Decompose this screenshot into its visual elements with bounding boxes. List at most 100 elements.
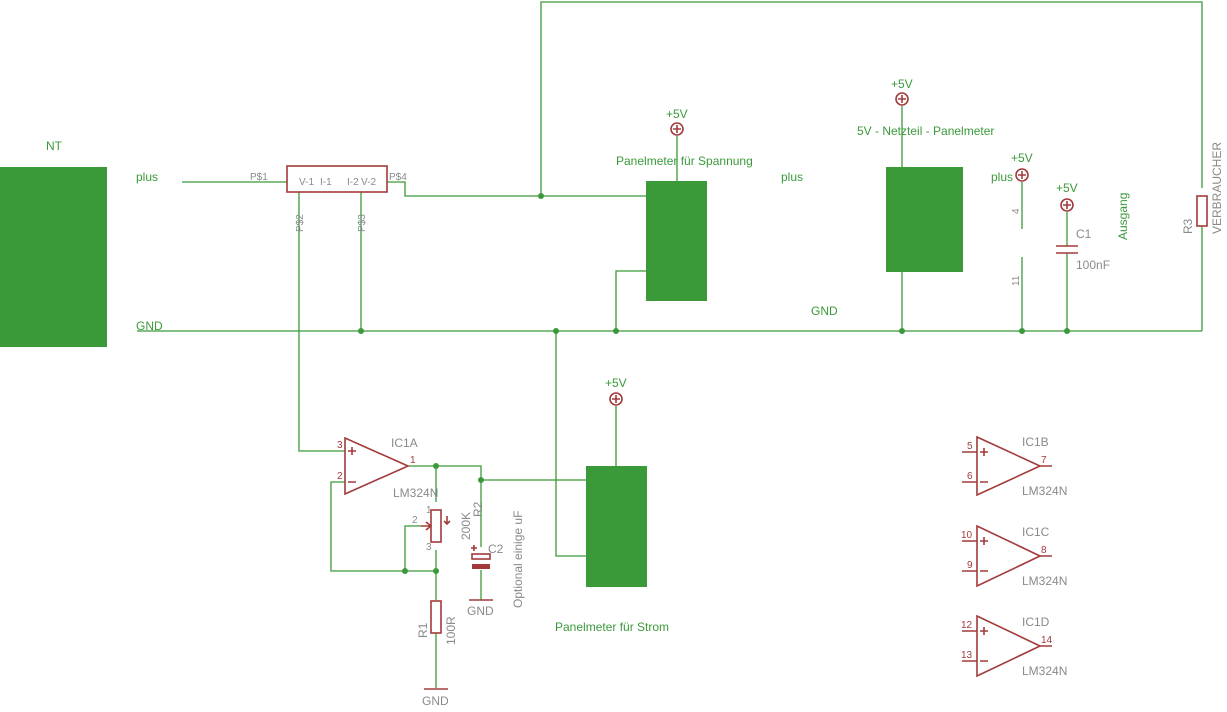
opamp-pin-number: 3 [337, 440, 343, 451]
panel-voltage-label: Panelmeter für Spannung [616, 154, 753, 168]
adjust-arrow-icon [443, 516, 451, 526]
opamp-pin-number: 9 [967, 560, 973, 571]
r2-name: R2 [471, 501, 485, 517]
potentiometer-r2: 1 2 3 200K R2 [412, 501, 485, 553]
ausgang-label: Ausgang [1116, 193, 1130, 240]
opamp-pin-number: 8 [1041, 545, 1047, 556]
junction-dot [1019, 328, 1025, 334]
opamp-triangle-icon [344, 436, 410, 496]
resistor-icon [430, 509, 442, 543]
wiper-arrow-icon [421, 521, 433, 531]
opamp-triangle-icon [976, 524, 1042, 588]
r2-value: 200K [459, 512, 473, 540]
junction-dot [433, 568, 439, 574]
opamp-value: LM324N [1022, 484, 1067, 498]
supply-label: +5V [605, 376, 627, 390]
opamp-pins [962, 540, 1052, 572]
plus-icon [612, 395, 620, 403]
gnd-net-label: GND [811, 304, 838, 318]
opamp-pin-number: 10 [961, 530, 973, 541]
opamp-input-signs [980, 627, 988, 662]
opamp-pin-number: 14 [1041, 635, 1053, 646]
opamp-output-wire [408, 465, 586, 481]
gnd-label: GND [422, 694, 449, 708]
opamp-value: LM324N [393, 486, 438, 500]
junction-dot [478, 477, 484, 483]
shunt-pin-label: I-1 [320, 177, 332, 188]
psu-label: 5V - Netzteil - Panelmeter [857, 124, 994, 138]
opamp-name: IC1B [1022, 435, 1049, 449]
supply-circle-icon [1060, 198, 1074, 212]
supply-5v-psu: +5V [891, 77, 913, 106]
r2-wiper-wire [404, 525, 421, 571]
plus-icon [1063, 201, 1071, 209]
r1-value: 100R [444, 616, 458, 645]
junction-dot [402, 568, 408, 574]
shunt-pin-label: V-2 [361, 177, 376, 188]
supply-label: +5V [1011, 151, 1033, 165]
capacitor-plate-icon [472, 564, 490, 569]
junction-dot [1064, 328, 1070, 334]
supply-5v-panel-voltage: +5V [666, 107, 688, 136]
supply-circle-icon [670, 122, 684, 136]
panel-voltage-gnd-wire [615, 270, 646, 331]
plus-net-label: plus [136, 170, 158, 184]
pot-pin-number: 2 [412, 515, 418, 526]
gnd-net-label: GND [136, 319, 163, 333]
opamp-name: IC1D [1022, 615, 1050, 629]
resistor-r3: R3 VERBRAUCHER [1181, 142, 1224, 234]
pot-pin-number: 3 [426, 542, 432, 553]
opamp-pin-number: 2 [337, 471, 343, 482]
r3-value: VERBRAUCHER [1210, 142, 1224, 234]
opamp-ic1d: 12 13 14 IC1D LM324N [961, 614, 1067, 678]
supply-label: +5V [1056, 181, 1078, 195]
junction-dot [433, 463, 439, 469]
capacitor-c2: C2 Optional einige uF [471, 511, 525, 608]
capacitor-plate-icon [471, 553, 491, 560]
feedback-wire [330, 481, 436, 572]
resistor-icon [1196, 195, 1208, 227]
capacitor-c1: C1 100nF [1056, 227, 1110, 272]
plus-net-label: plus [781, 170, 803, 184]
opamp-ic1c: 10 9 8 IC1C LM324N [961, 524, 1067, 588]
panel-current-gnd-wire [555, 331, 586, 557]
gnd-symbol-c2: GND [467, 599, 494, 618]
supply-circle-icon [895, 92, 909, 106]
supply-circle-icon [1015, 168, 1029, 182]
psu-block [886, 167, 963, 272]
supply-pin-number: 4 [1011, 208, 1022, 214]
shunt-symbol: V-1 V-2 I-1 I-2 P$1 P$4 P$2 P$3 [250, 165, 407, 232]
opamp-ic1b: 5 6 7 IC1B LM324N [962, 435, 1067, 498]
opamp-pin-number: 12 [961, 620, 973, 631]
nt-label: NT [46, 139, 63, 153]
shunt-body [286, 165, 388, 193]
shunt-pin-name: P$1 [250, 172, 268, 183]
opamp-value: LM324N [1022, 664, 1067, 678]
polarity-plus-icon [471, 545, 477, 551]
load-top-wire [540, 1, 1203, 196]
shunt-pin-label: V-1 [299, 177, 314, 188]
c2-name: C2 [488, 542, 504, 556]
opamp-triangle-icon [976, 614, 1042, 678]
opamp-value: LM324N [1022, 574, 1067, 588]
c2-note: Optional einige uF [511, 511, 525, 608]
supply-5v-c1: +5V [1056, 181, 1078, 212]
opamp-pins [962, 630, 1052, 662]
plus-icon [898, 95, 906, 103]
panel-current-label: Panelmeter für Strom [555, 620, 669, 634]
resistor-r1: R1 100R [416, 600, 458, 645]
junctions [358, 193, 1070, 574]
junction-dot [899, 328, 905, 334]
supply-label: +5V [666, 107, 688, 121]
opamp-ic1a: 3 2 1 IC1A LM324N [337, 436, 438, 500]
shunt-pin-name: P$3 [357, 214, 368, 232]
supply-label: +5V [891, 77, 913, 91]
pot-pin-number: 1 [426, 505, 432, 516]
opamp-name: IC1C [1022, 525, 1050, 539]
junction-dot [613, 328, 619, 334]
nt-block [0, 167, 107, 347]
p2-sense-wire [298, 192, 345, 452]
opamp-triangle-icon [976, 435, 1042, 497]
panel-current-block [586, 466, 647, 587]
